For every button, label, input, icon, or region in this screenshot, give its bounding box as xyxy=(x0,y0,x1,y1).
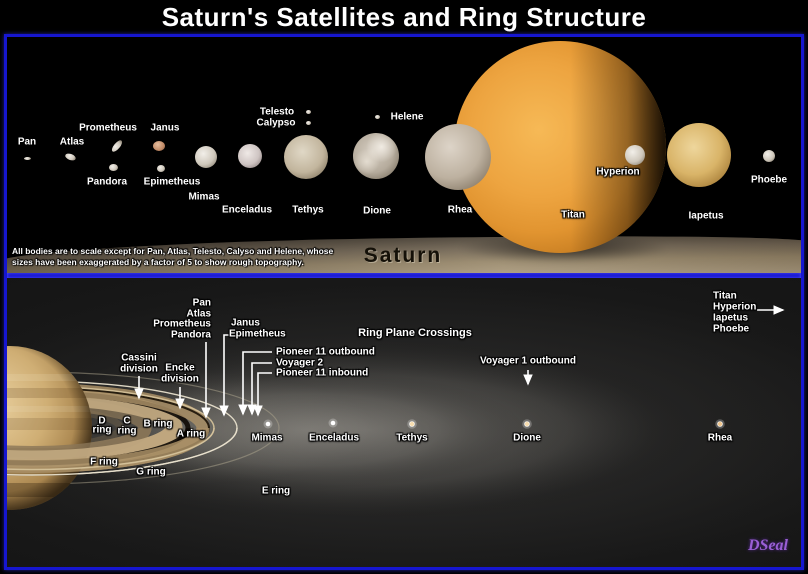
voyager1-outbound-label: Voyager 1 outbound xyxy=(480,355,576,367)
pandora-label: Pandora xyxy=(86,176,128,188)
encke-division-label-line1: Encke xyxy=(165,362,195,374)
voyager2-label: Voyager 2 xyxy=(276,357,324,369)
outer-hyperion-label: Hyperion xyxy=(713,301,757,313)
d-ring-label-line1: D xyxy=(98,415,106,427)
prometheus-moon xyxy=(110,138,124,154)
rhea-position-label: Rhea xyxy=(707,432,733,444)
pioneer11-inbound-arrow xyxy=(253,372,272,417)
pointer-prometheus-label: Prometheus xyxy=(153,318,211,330)
pioneer11-inbound-label: Pioneer 11 inbound xyxy=(276,367,369,379)
pointer-janus-label: Janus xyxy=(231,317,260,329)
scale-note-line2: sizes have been exaggerated by a factor … xyxy=(12,257,304,267)
dione-moon xyxy=(353,133,399,179)
enceladus-moon xyxy=(238,144,262,168)
d-ring-label-line2: ring xyxy=(92,424,112,436)
saturn-word: Saturn xyxy=(363,244,443,267)
tethys-moon xyxy=(284,135,328,179)
tethys-position-label: Tethys xyxy=(396,432,428,444)
c-ring-label-line2: ring xyxy=(117,425,137,437)
rhea-label: Rhea xyxy=(447,204,473,216)
pandora-moon xyxy=(109,164,118,171)
a-ring-label: A ring xyxy=(176,428,206,440)
phoebe-moon xyxy=(763,150,775,162)
cassini-division-label-line2: division xyxy=(120,363,158,375)
janus-group-arrow xyxy=(219,334,229,417)
hyperion-label: Hyperion xyxy=(596,166,640,178)
atlas-moon xyxy=(64,152,77,162)
helene-moon xyxy=(375,115,380,119)
enceladus-label: Enceladus xyxy=(221,204,273,216)
outer-iapetus-label: Iapetus xyxy=(713,312,749,324)
iapetus-moon xyxy=(667,123,731,187)
pointer-epimetheus-label: Epimetheus xyxy=(229,328,286,340)
voyager2-arrow xyxy=(247,362,272,416)
hyperion-moon xyxy=(625,145,645,165)
calypso-label: Calypso xyxy=(256,117,296,129)
scale-note-line1: All bodies are to scale except for Pan, … xyxy=(12,246,334,256)
diagram-frame: Pan Atlas Prometheus Janus Pandora Epime… xyxy=(4,34,804,570)
e-ring-label: E ring xyxy=(261,485,291,497)
calypso-moon xyxy=(306,121,311,125)
mimas-dot xyxy=(265,421,271,427)
titan-label: Titan xyxy=(561,209,585,221)
b-ring-label: B ring xyxy=(143,418,173,430)
atlas-label: Atlas xyxy=(59,136,85,148)
f-ring-label: F ring xyxy=(90,456,118,468)
artist-signature: DSeal xyxy=(748,537,788,554)
epimetheus-moon xyxy=(157,165,165,172)
pioneer11-outbound-arrow xyxy=(238,351,272,416)
prometheus-label: Prometheus xyxy=(79,122,137,134)
mimas-moon xyxy=(195,146,217,168)
outer-phoebe-label: Phoebe xyxy=(713,323,750,335)
rhea-dot xyxy=(717,421,723,427)
helene-label: Helene xyxy=(390,111,424,123)
mimas-position-label: Mimas xyxy=(251,432,283,444)
phoebe-label: Phoebe xyxy=(750,174,788,186)
satellites-panel: Pan Atlas Prometheus Janus Pandora Epime… xyxy=(7,37,801,273)
epimetheus-label: Epimetheus xyxy=(143,176,201,188)
page-title: Saturn's Satellites and Ring Structure xyxy=(161,2,647,32)
outer-titan-label: Titan xyxy=(713,290,737,302)
encke-division-label-line2: division xyxy=(161,373,199,385)
g-ring-label: G ring xyxy=(136,466,166,478)
ring-structure-svg xyxy=(7,305,785,520)
telesto-moon xyxy=(306,110,311,114)
mimas-label: Mimas xyxy=(188,191,220,203)
dione-label: Dione xyxy=(363,205,391,217)
pointer-atlas-label: Atlas xyxy=(186,308,211,320)
cassini-division-label-line1: Cassini xyxy=(121,352,157,364)
enceladus-dot xyxy=(330,420,336,426)
janus-moon xyxy=(153,141,165,151)
pioneer11-outbound-label: Pioneer 11 outbound xyxy=(276,346,375,358)
iapetus-label: Iapetus xyxy=(688,210,724,222)
tethys-dot xyxy=(409,421,415,427)
telesto-label: Telesto xyxy=(259,106,295,118)
pointer-arrows xyxy=(134,305,785,419)
ring-structure-panel: Pan Atlas Prometheus Pandora Janus Epime… xyxy=(7,278,801,567)
saturn-globe xyxy=(7,346,92,510)
pan-moon xyxy=(24,157,31,160)
panel-divider xyxy=(7,273,801,278)
pointer-pan-label: Pan xyxy=(192,297,211,309)
pointer-pandora-label: Pandora xyxy=(170,329,211,341)
pan-label: Pan xyxy=(17,136,37,148)
dione-position-label: Dione xyxy=(513,432,541,444)
c-ring-label-line1: C xyxy=(123,415,131,427)
front-ring-arcs xyxy=(7,428,238,476)
tethys-label: Tethys xyxy=(292,204,324,216)
dione-dot xyxy=(524,421,530,427)
rhea-moon xyxy=(425,124,491,190)
janus-label: Janus xyxy=(150,122,180,134)
ring-plane-crossings-heading: Ring Plane Crossings xyxy=(358,327,472,339)
enceladus-position-label: Enceladus xyxy=(308,432,360,444)
moon-dots xyxy=(263,418,725,429)
